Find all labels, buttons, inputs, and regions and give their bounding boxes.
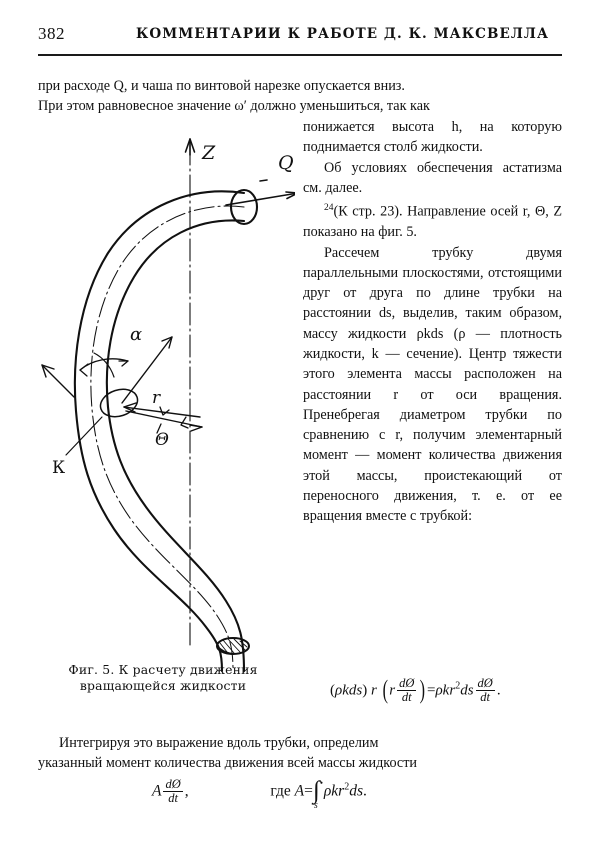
eq1-open-paren: ( xyxy=(330,682,335,699)
right-para-2: Об условиях обеспечения астатизма см. да… xyxy=(303,159,562,196)
right-column: понижается высота h, на которую поднимае… xyxy=(303,117,562,527)
theta-ticks xyxy=(156,416,189,434)
alpha-arc-head-left xyxy=(79,363,89,377)
label-theta: Θ xyxy=(155,430,169,450)
label-alpha: α xyxy=(130,324,142,345)
eq2-integrand: ρkr xyxy=(323,782,345,800)
figure-5-drawing: Z Q α r Θ К xyxy=(41,138,295,673)
tube-inner-wall xyxy=(105,219,246,673)
tube-outer-wall xyxy=(73,190,246,673)
figure-caption: Фиг. 5. К расчету движения вращающейся ж… xyxy=(40,662,286,693)
footnote-marker: 24 xyxy=(324,203,334,214)
figure-caption-line-1: Фиг. 5. К расчету движения xyxy=(68,662,258,677)
tube-bottom-hatching xyxy=(219,638,248,654)
velocity-arrowhead xyxy=(161,336,173,349)
label-r: r xyxy=(152,388,161,408)
integral-upper-dot: • xyxy=(319,778,323,788)
eq1-rho-k-ds: ρkds xyxy=(335,682,363,699)
right-para-3-text: (К стр. 23). Направление осей r, Θ, Z по… xyxy=(303,203,562,241)
eq2-where: где xyxy=(270,782,291,800)
r-tick xyxy=(159,406,170,416)
eq1-lhs-denominator: dt xyxy=(397,689,417,704)
outer-normal-arrowhead xyxy=(41,364,55,378)
integral-sign: ∫•s xyxy=(312,777,323,811)
eq1-rhs-exponent: 2 xyxy=(455,680,461,692)
running-head: 382 КОММЕНТАРИИ К РАБОТЕ Д. К. МАКСВЕЛЛА xyxy=(38,24,562,50)
closing-line-1: Интегрируя это выражение вдоль трубки, о… xyxy=(59,735,379,751)
eq1-rhs-coef: ρkr xyxy=(435,682,456,699)
eq2-comma: , xyxy=(184,782,189,800)
label-z: Z xyxy=(201,142,216,164)
alpha-arc-head-right xyxy=(118,360,129,367)
tube-bottom-lip xyxy=(216,645,234,655)
eq1-big-open-paren: ( xyxy=(382,675,388,704)
right-para-1: понижается высота h, на которую поднимае… xyxy=(303,119,562,156)
theta-arrowhead xyxy=(189,424,203,432)
right-para-4: Рассечем трубку двумя параллельными плос… xyxy=(303,244,562,525)
eq2-exponent: 2 xyxy=(344,781,350,793)
label-k: К xyxy=(52,458,65,478)
eq1-equals: = xyxy=(427,682,436,699)
eq2-denominator: dt xyxy=(163,790,183,805)
cut-plane-upper xyxy=(93,352,115,378)
eq2-A: A xyxy=(152,782,162,800)
eq2-numerator: dØ xyxy=(165,776,181,791)
tube-top-opening xyxy=(229,188,259,226)
eq1-period: . xyxy=(496,682,501,699)
eq2-equals: = xyxy=(304,782,313,800)
eq1-rhs-numerator: dØ xyxy=(477,675,493,690)
running-title: КОММЕНТАРИИ К РАБОТЕ Д. К. МАКСВЕЛЛА xyxy=(136,26,550,42)
lead-line-2: При этом равновесное значение ω′ должно … xyxy=(38,98,430,115)
closing-paragraph: Интегрируя это выражение вдоль трубки, о… xyxy=(38,733,562,774)
lead-paragraph: при расходе Q, и чаша по винтовой нарезк… xyxy=(38,76,562,117)
eq1-big-close-paren: ) xyxy=(419,675,426,704)
eq1-lhs-numerator: dØ xyxy=(399,675,415,690)
page-number: 382 xyxy=(38,24,65,43)
k-leader-line xyxy=(65,416,103,456)
figure-5: Z Q α r Θ К xyxy=(30,125,295,715)
lead-line-1: при расходе Q, и чаша по винтовой нарезк… xyxy=(38,78,405,94)
eq1-rhs-ds: ds xyxy=(460,682,474,699)
eq2-A2: A xyxy=(294,782,305,800)
velocity-arrow xyxy=(121,336,173,404)
eq1-close-paren: ) xyxy=(362,682,368,699)
eq2-ds: ds xyxy=(349,782,363,800)
closing-line-2: указанный момент количества движения все… xyxy=(38,755,418,772)
integral-lower-limit: s xyxy=(313,800,318,811)
eq2-period: . xyxy=(362,782,367,800)
figure-caption-line-2: вращающейся жидкости xyxy=(79,677,247,693)
radius-arrowhead xyxy=(123,402,137,413)
outer-normal-arrow xyxy=(41,364,75,398)
label-q: Q xyxy=(278,152,294,174)
mass-element-k xyxy=(99,388,139,418)
eq1-r-inner: r xyxy=(389,682,396,699)
right-para-3: 24(К стр. 23). Направление осей r, Θ, Z … xyxy=(303,198,562,242)
flow-arrow-q xyxy=(225,192,295,206)
q-tick xyxy=(259,179,268,182)
flow-arrow-q-head xyxy=(285,191,295,200)
eq1-rhs-denominator: dt xyxy=(475,689,495,704)
header-rule xyxy=(38,54,562,56)
eq1-r-outer: r xyxy=(370,682,377,699)
theta-line xyxy=(125,410,203,428)
